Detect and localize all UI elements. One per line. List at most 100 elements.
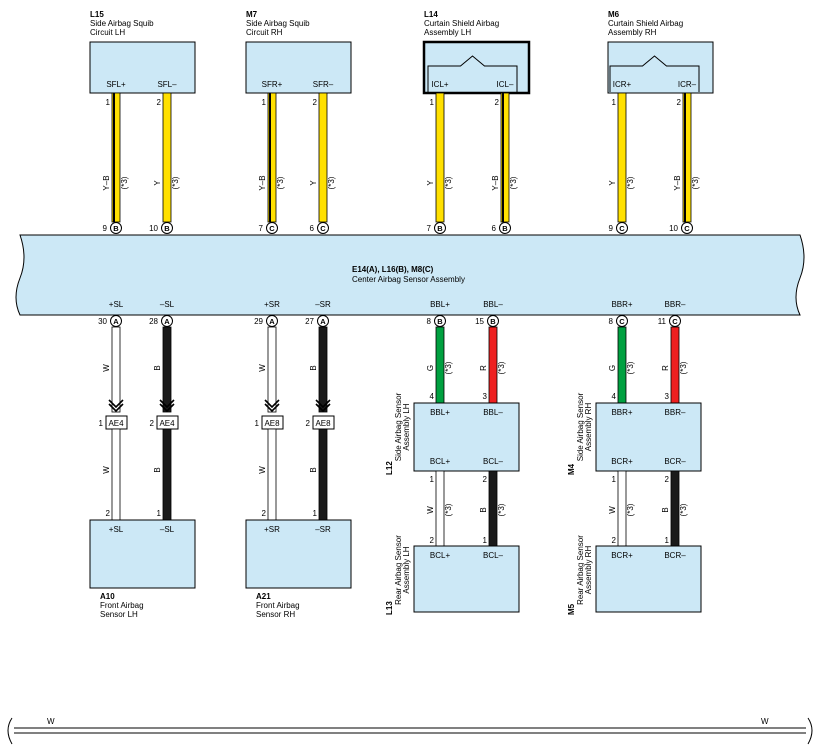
front-sensor-box (89, 519, 196, 589)
pin-number: 1 (106, 98, 111, 107)
pin-number: 1 (430, 98, 435, 107)
wire-minussr (318, 326, 328, 413)
pin-label: –SL (160, 525, 175, 534)
wire-front-plus-1 (267, 428, 277, 521)
wire-color-code: W (426, 506, 435, 514)
wire-icl-5 (500, 92, 510, 223)
wire-bbrminus (670, 326, 680, 404)
wire-sfr-2 (267, 92, 277, 223)
wire-color-code: R (661, 365, 670, 371)
pin-number: 6 (310, 224, 315, 233)
wire-note: (*3) (626, 176, 635, 189)
front-sensor-box (245, 519, 352, 589)
connector-letter: B (113, 224, 119, 233)
connector-letter: B (490, 317, 496, 326)
wire-note: (*3) (327, 176, 336, 189)
pin-number: 11 (658, 317, 667, 326)
pin-number: 1 (313, 509, 318, 518)
wire-color-code: B (309, 365, 318, 370)
junction-pin: 1 (255, 419, 260, 428)
pin-label: BCR– (664, 551, 686, 560)
wire-sfr-3 (318, 92, 328, 223)
pin-number: 9 (609, 224, 614, 233)
connector-letter: A (269, 317, 275, 326)
wire-note: (*3) (444, 361, 453, 374)
wire-note: (*3) (626, 503, 635, 516)
junction-pin: 2 (306, 419, 311, 428)
pin-label: BBR+ (611, 408, 632, 417)
component-code: M6 (608, 10, 620, 19)
pin-number: 3 (483, 392, 488, 401)
component-code: M5 (567, 603, 576, 615)
wire-color-code: W (102, 466, 111, 474)
component-name: Sensor RH (256, 610, 295, 619)
wire-color-code: W (258, 466, 267, 474)
pin-number: 8 (427, 317, 432, 326)
connector-badge: C (266, 222, 278, 234)
connector-letter: B (502, 224, 508, 233)
rear-sensor-box (413, 545, 520, 613)
pin-number: 7 (427, 224, 432, 233)
pin-number: 1 (430, 475, 435, 484)
junction-id: AE4 (108, 419, 124, 428)
wire-color-code: Y–B (258, 175, 267, 190)
center-connector-codes: E14(A), L16(B), M8(C) (352, 265, 434, 274)
pin-number: 29 (254, 317, 263, 326)
wire-plussr (267, 326, 277, 413)
pin-label: BCR– (664, 457, 686, 466)
component-code: L15 (90, 10, 104, 19)
pin-label: BCL+ (430, 457, 451, 466)
pin-label: BBL+ (430, 300, 450, 309)
connector-letter: B (164, 224, 170, 233)
ground-bus-line (7, 717, 813, 745)
wire-note: (*3) (276, 176, 285, 189)
pin-label: BBR– (665, 300, 686, 309)
wire-color-code: W (102, 364, 111, 372)
wire-color-code: Y–B (491, 175, 500, 190)
wire-note: (*3) (497, 503, 506, 516)
component-name: Side Airbag Sensor (576, 392, 585, 461)
squib-symbol (427, 55, 518, 92)
connector-badge: A (266, 315, 278, 327)
pin-number: 6 (492, 224, 497, 233)
pin-label: BCR+ (611, 551, 633, 560)
connector-badge: B (110, 222, 122, 234)
pin-number: 2 (612, 536, 617, 545)
pin-label: BBR– (665, 408, 686, 417)
pin-number: 1 (262, 98, 267, 107)
pin-number: 7 (259, 224, 264, 233)
connector-badge: A (110, 315, 122, 327)
component-name: Assembly RH (608, 28, 657, 37)
pin-number: 1 (612, 98, 617, 107)
pin-number: 2 (665, 475, 670, 484)
connector-badge: C (616, 315, 628, 327)
wire-note: (*3) (444, 503, 453, 516)
connector-badge: B (434, 315, 446, 327)
pin-label: BCL– (483, 457, 504, 466)
pin-number: 8 (609, 317, 614, 326)
wire-color-code: Y (608, 180, 617, 186)
wire-plussl (111, 326, 121, 413)
connector-letter: A (164, 317, 170, 326)
side-sensor-box (413, 402, 520, 472)
bus-wire-color: W (47, 717, 55, 726)
squib-box (607, 41, 714, 94)
wire-note: (*3) (679, 361, 688, 374)
pin-label: BCL+ (430, 551, 451, 560)
wire-icr-7 (682, 92, 692, 223)
pin-number: 27 (305, 317, 314, 326)
pin-label: –SR (315, 525, 331, 534)
pin-number: 15 (475, 317, 484, 326)
component-name: Assembly RH (584, 403, 593, 452)
junction-arrow (159, 399, 175, 413)
wire-color-code: R (479, 365, 488, 371)
junction-pin: 2 (150, 419, 155, 428)
pin-number: 4 (430, 392, 435, 401)
connector-badge: B (499, 222, 511, 234)
wire-color-code: B (661, 507, 670, 512)
pin-label: ICL– (497, 80, 514, 89)
pin-number: 28 (149, 317, 158, 326)
component-name: Front Airbag (256, 601, 300, 610)
wire-color-code: G (608, 365, 617, 371)
connector-letter: C (619, 317, 625, 326)
